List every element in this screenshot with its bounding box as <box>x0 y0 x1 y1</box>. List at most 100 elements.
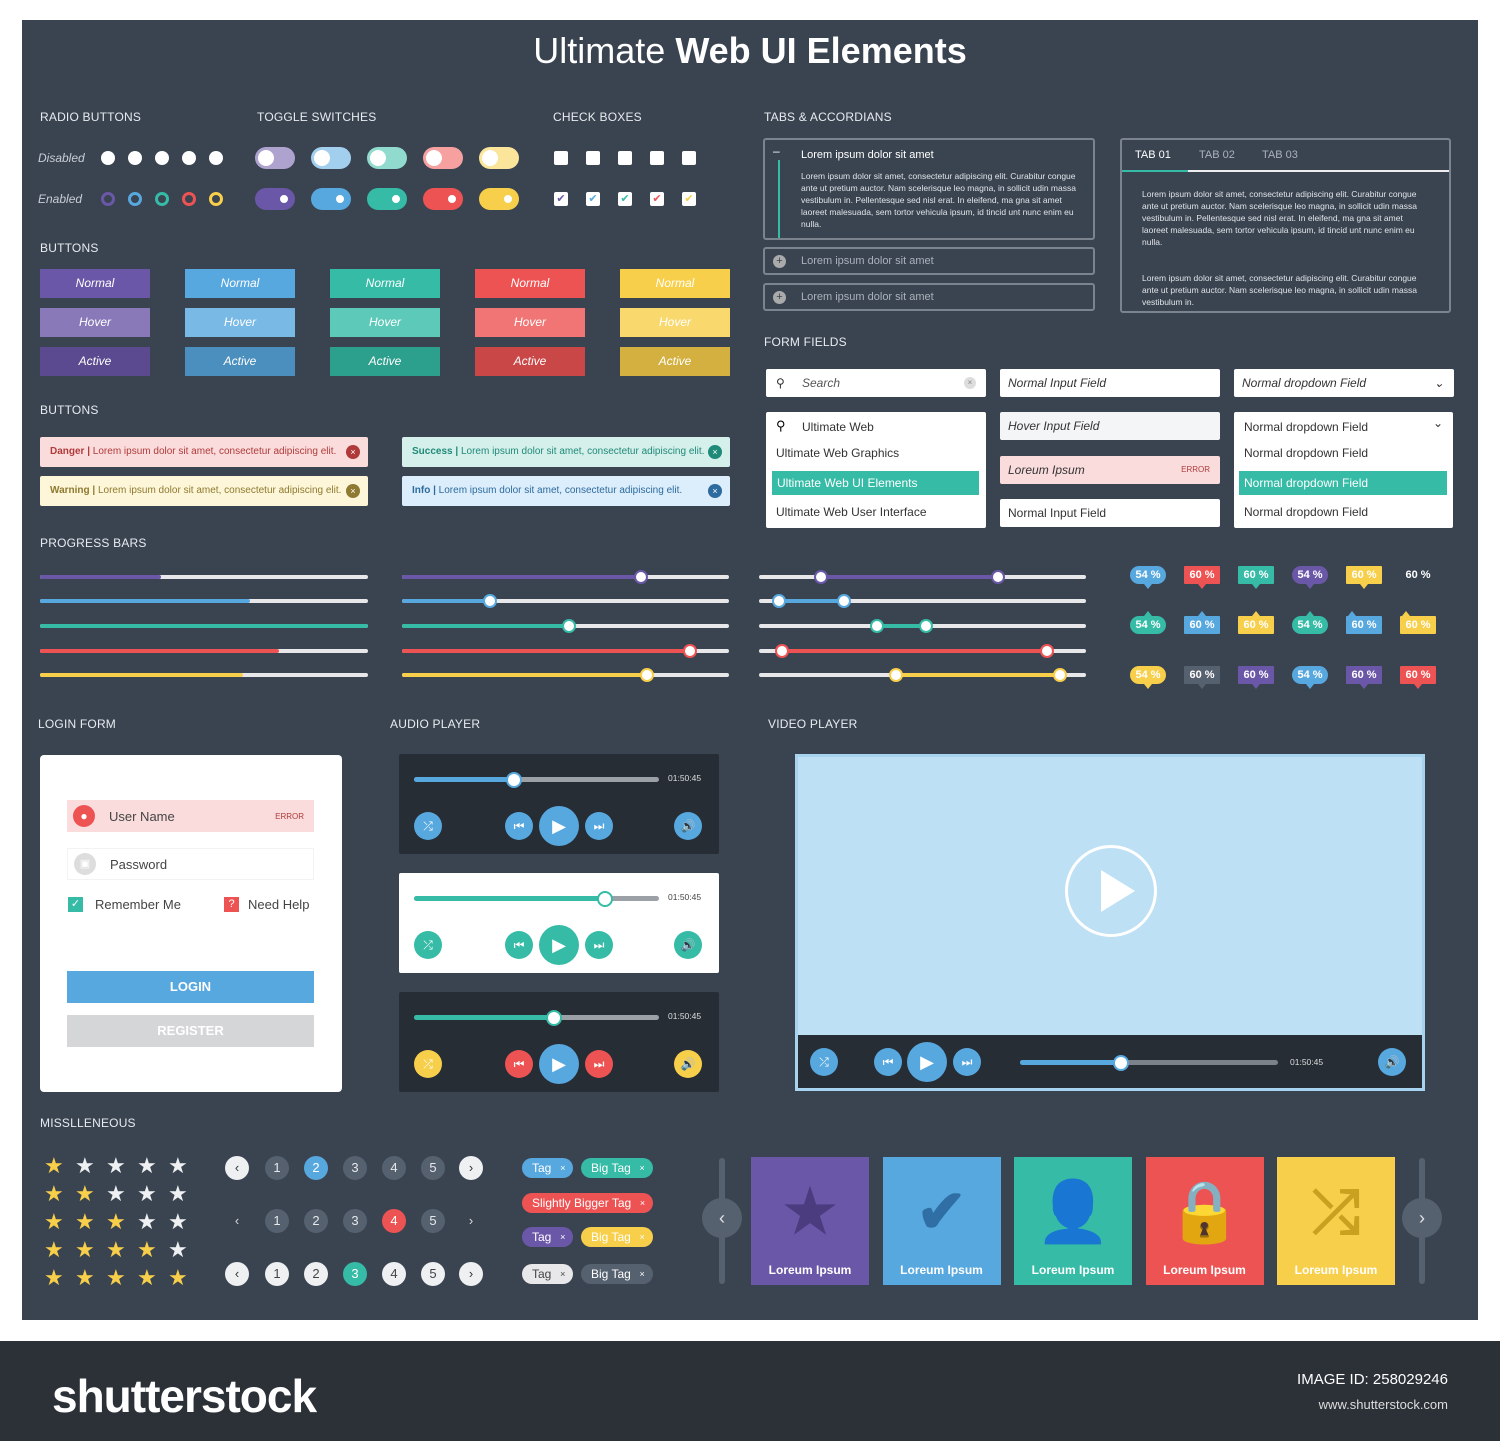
video-progress[interactable] <box>1020 1055 1278 1071</box>
button-active[interactable]: Active <box>475 347 585 376</box>
button-normal[interactable]: Normal <box>330 269 440 298</box>
button-active[interactable]: Active <box>330 347 440 376</box>
range-handle-min[interactable] <box>771 594 786 608</box>
accordion-item[interactable]: + Lorem ipsum dolor sit amet <box>763 247 1095 275</box>
pagination-page[interactable]: 4 <box>382 1209 406 1233</box>
tab-02[interactable]: TAB 02 <box>1199 149 1235 161</box>
next-button[interactable]: ⏭ <box>585 1050 613 1078</box>
close-icon[interactable]: × <box>346 445 360 459</box>
star-filled-icon[interactable]: ★ <box>44 1153 64 1178</box>
hover-input[interactable]: Hover Input Field <box>1000 412 1220 440</box>
suggestion-item[interactable]: Ultimate Web Graphics <box>776 446 900 460</box>
tag[interactable]: Big Tag× <box>581 1158 653 1178</box>
button-normal[interactable]: Normal <box>40 269 150 298</box>
previous-button[interactable]: ⏮ <box>505 812 533 840</box>
tag[interactable]: Tag× <box>522 1227 574 1247</box>
pagination-next[interactable]: › <box>468 1213 474 1228</box>
button-active[interactable]: Active <box>185 347 295 376</box>
star-empty-icon[interactable]: ★ <box>168 1237 188 1262</box>
button-active[interactable]: Active <box>40 347 150 376</box>
feature-tile[interactable]: ✔Loreum Ipsum <box>882 1157 1001 1285</box>
slider[interactable] <box>402 570 729 584</box>
checkbox-enabled[interactable]: ✔ <box>554 192 568 206</box>
suggestion-item[interactable]: Ultimate Web User Interface <box>776 505 927 519</box>
close-icon[interactable]: × <box>708 484 722 498</box>
range-handle-max[interactable] <box>837 594 852 608</box>
pagination-page[interactable]: 1 <box>265 1262 289 1286</box>
star-filled-icon[interactable]: ★ <box>75 1265 95 1290</box>
tag[interactable]: Tag× <box>522 1264 574 1284</box>
range-slider[interactable] <box>759 594 1086 608</box>
button-normal[interactable]: Normal <box>185 269 295 298</box>
volume-button[interactable]: 🔊 <box>674 931 702 959</box>
help-icon[interactable]: ? <box>224 897 239 912</box>
toggle-enabled[interactable] <box>311 188 351 210</box>
toggle-enabled[interactable] <box>255 188 295 210</box>
next-button[interactable]: ⏭ <box>585 931 613 959</box>
slider-handle[interactable] <box>640 668 655 682</box>
pagination-next[interactable]: › <box>459 1262 483 1286</box>
pagination-page[interactable]: 3 <box>343 1209 367 1233</box>
range-handle-max[interactable] <box>1052 668 1067 682</box>
slider-handle[interactable] <box>633 570 648 584</box>
normal-input[interactable]: Normal Input Field <box>1000 369 1220 397</box>
radio-enabled[interactable] <box>101 192 115 206</box>
pagination-page[interactable]: 3 <box>343 1262 367 1286</box>
dropdown-option[interactable]: Normal dropdown Field <box>1244 505 1369 519</box>
checkbox-enabled[interactable]: ✔ <box>618 192 632 206</box>
checkbox-enabled[interactable]: ✔ <box>586 192 600 206</box>
range-handle-max[interactable] <box>1039 644 1054 658</box>
previous-button[interactable]: ⏮ <box>874 1048 902 1076</box>
tag-remove-icon[interactable]: × <box>639 1198 646 1208</box>
tag[interactable]: Big Tag× <box>581 1227 653 1247</box>
star-empty-icon[interactable]: ★ <box>75 1153 95 1178</box>
dropdown-option[interactable]: Normal dropdown Field <box>1244 446 1369 460</box>
star-filled-icon[interactable]: ★ <box>44 1181 64 1206</box>
slider[interactable] <box>402 594 729 608</box>
feature-tile[interactable]: 🔒Loreum Ipsum <box>1145 1157 1264 1285</box>
tag-remove-icon[interactable]: × <box>560 1269 566 1279</box>
shuffle-button[interactable]: ⤮ <box>414 1050 442 1078</box>
pagination-page[interactable]: 2 <box>304 1262 328 1286</box>
search-value[interactable]: Ultimate Web <box>802 420 874 434</box>
toggle-enabled[interactable] <box>423 188 463 210</box>
clear-icon[interactable]: × <box>964 377 976 389</box>
pagination-page[interactable]: 1 <box>265 1156 289 1180</box>
tab-03[interactable]: TAB 03 <box>1262 149 1298 161</box>
play-overlay-button[interactable] <box>1065 845 1157 937</box>
slider[interactable] <box>402 668 729 682</box>
slider[interactable] <box>402 619 729 633</box>
previous-button[interactable]: ⏮ <box>505 1050 533 1078</box>
accordion-open[interactable]: – Lorem ipsum dolor sit amet Lorem ipsum… <box>763 138 1095 240</box>
button-normal[interactable]: Normal <box>475 269 585 298</box>
tag-remove-icon[interactable]: × <box>639 1163 645 1173</box>
audio-progress-handle[interactable] <box>597 891 614 907</box>
star-filled-icon[interactable]: ★ <box>106 1209 126 1234</box>
star-filled-icon[interactable]: ★ <box>137 1265 157 1290</box>
pagination-page[interactable]: 2 <box>304 1156 328 1180</box>
star-filled-icon[interactable]: ★ <box>44 1265 64 1290</box>
volume-button[interactable]: 🔊 <box>674 812 702 840</box>
pagination-prev[interactable]: ‹ <box>225 1262 249 1286</box>
suggestion-item-selected[interactable]: Ultimate Web UI Elements <box>772 471 979 495</box>
play-button[interactable]: ▶ <box>539 1044 579 1084</box>
feature-tile[interactable]: 👤Loreum Ipsum <box>1014 1157 1132 1285</box>
minus-icon[interactable]: – <box>773 144 780 158</box>
range-slider[interactable] <box>759 619 1086 633</box>
pagination-page[interactable]: 1 <box>265 1209 289 1233</box>
range-handle-min[interactable] <box>889 668 904 682</box>
star-filled-icon[interactable]: ★ <box>75 1209 95 1234</box>
audio-progress[interactable] <box>414 1010 659 1026</box>
button-active[interactable]: Active <box>620 347 730 376</box>
feature-tile[interactable]: ★Loreum Ipsum <box>751 1157 869 1285</box>
tab-01[interactable]: TAB 01 <box>1135 149 1171 161</box>
range-handle-min[interactable] <box>814 570 829 584</box>
tag-remove-icon[interactable]: × <box>639 1232 645 1242</box>
slider-handle[interactable] <box>682 644 697 658</box>
slider[interactable] <box>402 644 729 658</box>
next-button[interactable]: ⏭ <box>585 812 613 840</box>
play-button[interactable]: ▶ <box>907 1042 947 1082</box>
shuffle-button[interactable]: ⤮ <box>414 931 442 959</box>
slider-handle[interactable] <box>483 594 498 608</box>
